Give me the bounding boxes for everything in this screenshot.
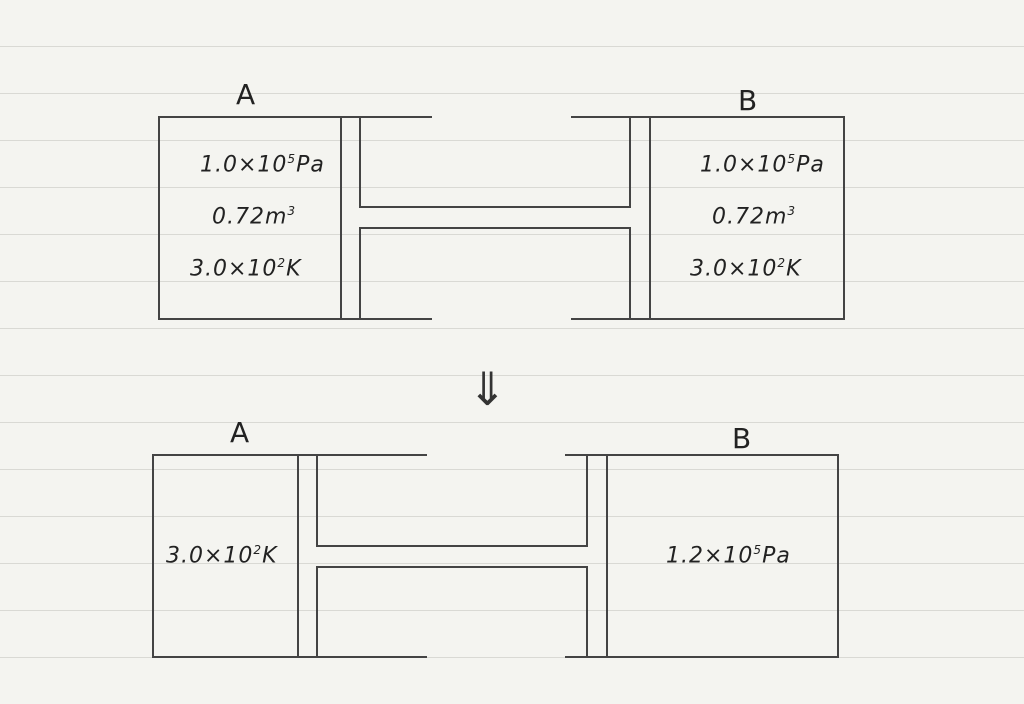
bottom-b-pressure: 1.2×105Pa [666,543,791,569]
top-label-a: A [236,78,256,111]
top-b-temperature: 3.0×102K [690,256,802,282]
bottom-label-a: A [230,416,250,449]
top-piston-b-right [649,116,651,320]
top-b-volume: 0.72m3 [712,204,797,230]
top-piston-a-left [340,116,342,320]
bottom-label-b: B [732,422,752,455]
bottom-piston-a-left [297,454,299,658]
bottom-piston-b-right [606,454,608,658]
top-b-pressure: 1.0×105Pa [700,152,825,178]
top-a-pressure: 1.0×105Pa [200,152,325,178]
top-label-b: B [738,84,758,117]
top-a-temperature: 3.0×102K [190,256,302,282]
transition-arrow-icon: ⇓ [468,362,507,416]
top-a-volume: 0.72m3 [212,204,297,230]
bottom-a-temperature: 3.0×102K [166,543,278,569]
